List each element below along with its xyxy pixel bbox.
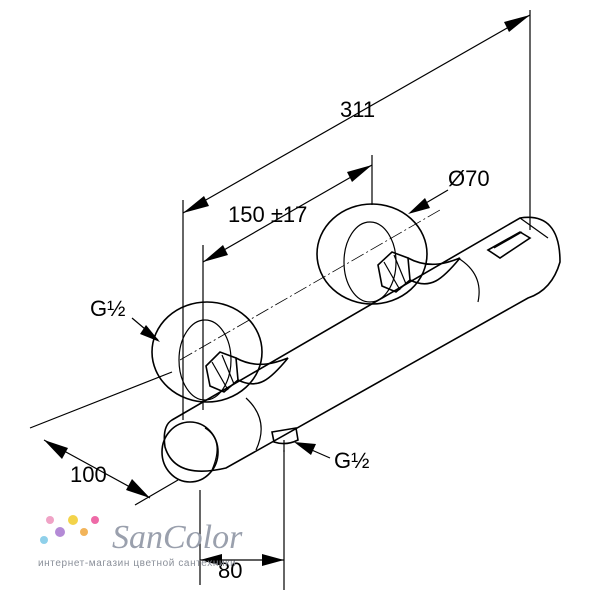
watermark-dot <box>80 528 88 536</box>
centre-line <box>179 209 441 361</box>
watermark-dot <box>91 516 99 524</box>
watermark-subtitle: интернет-магазин цветной сантехники <box>38 558 236 569</box>
sancolor-watermark: SanColor интернет-магазин цветной сантех… <box>38 515 243 569</box>
label-thread-left: G½ <box>90 296 125 321</box>
extension-lines <box>29 10 531 590</box>
outlet-nozzle <box>271 427 299 452</box>
right-connector <box>377 251 461 293</box>
label-100: 100 <box>70 462 107 487</box>
watermark-dot <box>46 516 54 524</box>
leader-arrows <box>131 189 449 459</box>
main-cylinder <box>161 216 561 483</box>
dimension-line-100 <box>43 439 151 499</box>
watermark-dots <box>40 515 99 544</box>
watermark-dot <box>40 536 48 544</box>
label-150-tolerance: 150 ±17 <box>228 202 307 227</box>
watermark-brand: SanColor <box>112 519 243 556</box>
label-311: 311 <box>340 97 375 122</box>
label-80: 80 <box>218 558 242 583</box>
left-connector <box>205 351 289 393</box>
label-thread-outlet: G½ <box>334 448 369 473</box>
watermark-dot <box>68 515 78 525</box>
temperature-handle <box>486 217 549 259</box>
watermark-dot <box>55 527 65 537</box>
faucet-body <box>151 203 561 483</box>
label-diameter-70: Ø70 <box>448 166 490 191</box>
dimension-line-80 <box>200 554 284 566</box>
dimension-line-150 <box>202 164 373 263</box>
dimension-line-311 <box>182 14 531 214</box>
